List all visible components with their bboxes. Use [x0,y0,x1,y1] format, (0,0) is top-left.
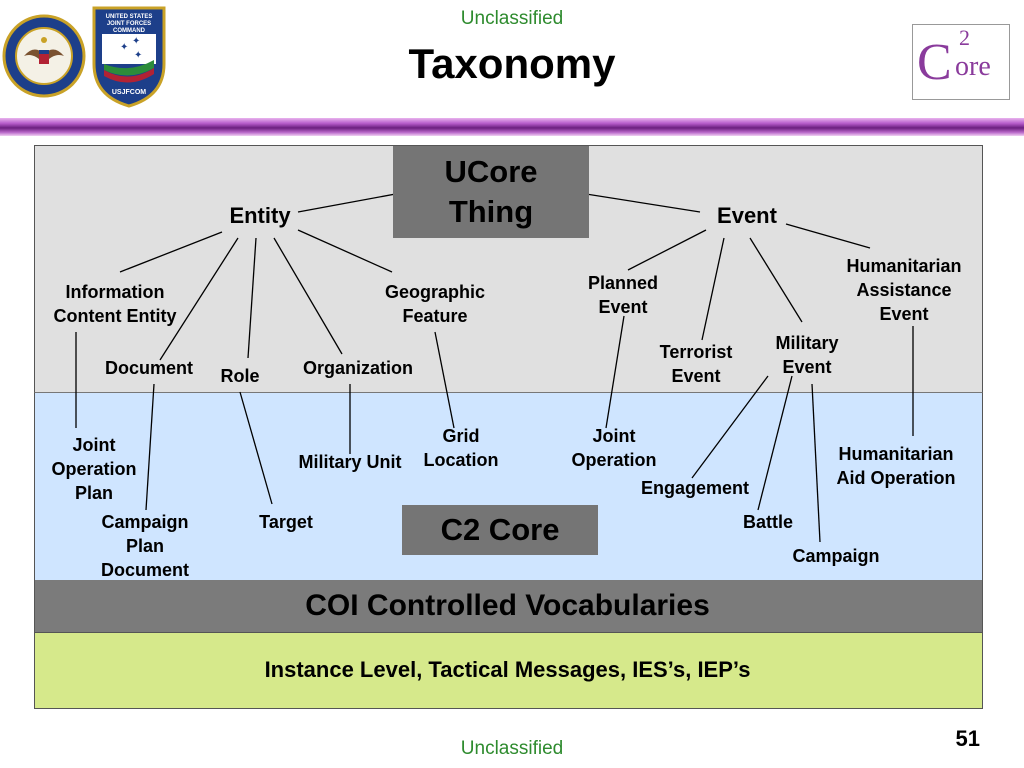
line-entity-organization [273,237,343,355]
node-joint-operation: Joint Operation [571,426,657,470]
node-engagement: Engagement [640,478,750,498]
node-event: Event [717,203,777,228]
page-title: Taxonomy [408,40,616,87]
line-geographic-grid [434,331,455,429]
node-document: Document [104,358,193,378]
node-military-event: Military Event [775,333,839,377]
c2core-logo-sup: 2 [959,25,970,50]
c2core-logo-rest: ore [955,51,991,82]
ucore-thing-label: UCore Thing [444,154,538,229]
node-joint-operation-plan: Joint Operation Plan [51,435,137,503]
line-entity-geographic [297,229,393,273]
node-target: Target [259,512,313,532]
line-role-target [239,391,273,505]
header-rule [0,118,1024,136]
line-document-campaignplan [145,383,155,511]
page-number: 51 [955,726,980,751]
node-geographic-feature: Geographic Feature [384,282,486,326]
jfcom-bottom: USJFCOM [112,89,146,96]
c2-core-box: C2 Core [402,505,598,555]
node-role: Role [220,366,260,386]
node-battle: Battle [742,512,793,532]
c2core-logo-c: C [917,34,952,91]
svg-text:✦: ✦ [120,42,128,53]
node-military-unit: Military Unit [298,452,402,472]
instance-band [34,632,983,709]
line-planned-jointop [605,315,625,429]
jfcom-line1: UNITED STATES [106,14,153,20]
dod-seal-logo [2,4,86,102]
svg-text:✦: ✦ [134,50,142,61]
coi-band [34,580,983,632]
node-information-content-entity: Information Content Entity [53,282,177,326]
instance-level-label: Instance Level, Tactical Messages, IES’s… [264,657,751,682]
node-campaign-plan-document: Campaign Plan Document [100,512,189,580]
node-grid-location: Grid Location [423,426,499,470]
ucore-thing-box: UCore Thing [393,146,589,238]
node-campaign: Campaign [792,546,880,566]
node-humanitarian-aid-operation: Humanitarian Aid Operation [836,444,956,488]
line-event-military [749,237,803,323]
line-event-humanitarian [785,223,871,249]
classification-top: Unclassified [460,8,564,29]
line-entity-role [247,237,257,359]
line-military-battle [757,375,793,511]
node-planned-event: Planned Event [587,273,658,317]
node-entity: Entity [229,203,291,228]
line-military-campaign [811,383,821,543]
line-military-engagement [691,375,769,479]
line-entity-document [159,237,239,361]
node-organization: Organization [302,358,413,378]
line-entity-ice [119,231,223,273]
coi-controlled-vocabularies-label: COI Controlled Vocabularies [305,589,710,622]
line-event-terrorist [701,237,725,341]
jfcom-shield-logo: UNITED STATES JOINT FORCES COMMAND ✦ ✦ ✦… [90,4,168,108]
line-event-planned [627,229,707,271]
jfcom-line2: JOINT FORCES [107,21,151,27]
classification-bottom: Unclassified [460,738,564,759]
svg-text:✦: ✦ [132,36,140,47]
node-terrorist-event: Terrorist Event [659,342,733,386]
jfcom-line3: COMMAND [113,28,146,34]
c2core-logo: C 2 ore [912,24,1010,100]
node-humanitarian-assistance-event: Humanitarian Assistance Event [846,256,962,324]
